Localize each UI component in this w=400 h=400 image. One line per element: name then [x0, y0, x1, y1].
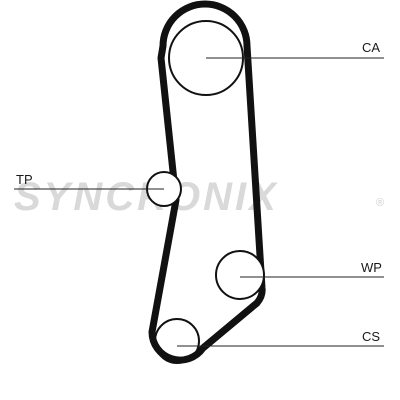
label-wp: WP	[361, 260, 382, 275]
watermark-text: SYNCRONIX	[14, 175, 279, 219]
watermark-registered-mark: ®	[376, 197, 384, 209]
label-tp: TP	[16, 172, 33, 187]
label-ca: CA	[362, 40, 380, 55]
label-cs: CS	[362, 329, 380, 344]
crankshaft-pulley	[154, 318, 200, 364]
water-pump-pulley	[215, 250, 265, 300]
watermark: SYNCRONIX ®	[14, 175, 384, 219]
timing-belt	[148, 0, 266, 364]
